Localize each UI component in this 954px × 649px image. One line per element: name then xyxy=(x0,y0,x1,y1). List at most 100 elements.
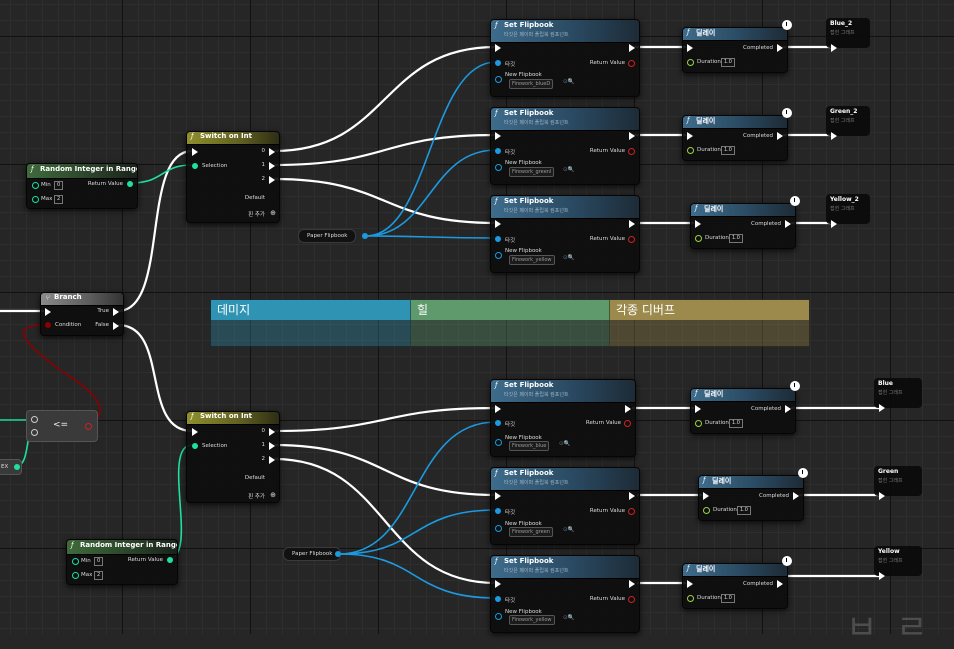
add-pin-icon[interactable]: ⊕ xyxy=(270,491,276,499)
flipbook-asset-dropdown[interactable]: Firework_blue xyxy=(509,441,550,451)
duration-pin[interactable] xyxy=(687,147,694,154)
comment-box-damage[interactable]: 데미지 xyxy=(210,299,412,347)
exec-in-pin[interactable] xyxy=(831,220,837,228)
target-pin[interactable] xyxy=(495,60,501,66)
exec-out-pin[interactable] xyxy=(629,220,635,228)
exec-in-pin[interactable] xyxy=(192,428,198,436)
max-value[interactable]: 2 xyxy=(94,571,104,580)
return-pin[interactable] xyxy=(127,181,133,187)
new-flipbook-pin[interactable] xyxy=(495,252,502,259)
paper-flipbook-pin[interactable] xyxy=(335,551,341,557)
paper-flipbook-variable[interactable]: Paper Flipbook xyxy=(298,229,357,243)
exec-in-pin[interactable] xyxy=(687,44,693,52)
exec-out-pin[interactable] xyxy=(629,44,635,52)
exec-in-pin[interactable] xyxy=(831,44,837,52)
exec-out-pin[interactable] xyxy=(625,405,631,413)
exec-out-pin[interactable] xyxy=(629,132,635,140)
case-2-pin[interactable] xyxy=(269,456,275,464)
target-pin[interactable] xyxy=(495,148,501,154)
completed-pin[interactable] xyxy=(785,405,791,413)
compare-node[interactable]: <= xyxy=(26,410,98,442)
completed-pin[interactable] xyxy=(793,492,799,500)
exec-in-pin[interactable] xyxy=(495,220,501,228)
completed-pin[interactable] xyxy=(777,44,783,52)
default-pin[interactable] xyxy=(269,195,275,203)
min-value[interactable]: 0 xyxy=(54,181,64,190)
duration-pin[interactable] xyxy=(695,235,702,242)
min-pin[interactable] xyxy=(72,558,79,565)
case-0-pin[interactable] xyxy=(269,148,275,156)
new-flipbook-pin[interactable] xyxy=(495,613,502,620)
return-pin[interactable] xyxy=(624,420,631,427)
return-pin[interactable] xyxy=(628,596,635,603)
flipbook-asset-dropdown[interactable]: Firework_yellow xyxy=(509,255,555,265)
add-pin-icon[interactable]: ⊕ xyxy=(270,209,276,217)
compare-b-pin[interactable] xyxy=(31,429,38,436)
paper-flipbook-variable[interactable]: Paper Flipbook xyxy=(283,547,342,561)
case-0-pin[interactable] xyxy=(269,428,275,436)
duration-value[interactable]: 1.0 xyxy=(729,234,743,243)
collapsed-graph-node[interactable]: Blue_2 접힌 그래프 xyxy=(826,18,870,52)
exec-in-pin[interactable] xyxy=(703,492,709,500)
exec-in-pin[interactable] xyxy=(879,404,885,412)
asset-actions-icon[interactable]: ⊙🔍 xyxy=(563,167,575,173)
exec-in-pin[interactable] xyxy=(495,44,501,52)
collapsed-graph-node[interactable]: Yellow 접힌 그래프 xyxy=(874,546,922,580)
condition-pin[interactable] xyxy=(45,322,51,328)
clipped-node[interactable]: EX xyxy=(0,459,22,475)
true-exec-pin[interactable] xyxy=(113,308,119,316)
asset-actions-icon[interactable]: ⊙🔍 xyxy=(559,441,571,447)
asset-actions-icon[interactable]: ⊙🔍 xyxy=(563,255,575,261)
completed-pin[interactable] xyxy=(777,132,783,140)
exec-in-pin[interactable] xyxy=(879,572,885,580)
min-value[interactable]: 0 xyxy=(94,557,104,566)
duration-value[interactable]: 1.0 xyxy=(729,419,743,428)
duration-pin[interactable] xyxy=(695,420,702,427)
selection-pin[interactable] xyxy=(192,443,198,449)
exec-in-pin[interactable] xyxy=(687,580,693,588)
target-pin[interactable] xyxy=(495,508,501,514)
asset-actions-icon[interactable]: ⊙🔍 xyxy=(563,527,575,533)
duration-value[interactable]: 1.0 xyxy=(737,506,751,515)
exec-in-pin[interactable] xyxy=(495,405,501,413)
collapsed-graph-node[interactable]: Green 접힌 그래프 xyxy=(874,466,922,500)
collapsed-graph-node[interactable]: Green_2 접힌 그래프 xyxy=(826,106,870,140)
exec-out-pin[interactable] xyxy=(629,580,635,588)
flipbook-asset-dropdown[interactable]: Firework_green xyxy=(509,527,553,537)
asset-actions-icon[interactable]: ⊙🔍 xyxy=(563,79,575,85)
comment-box-heal[interactable]: 힐 xyxy=(410,299,611,347)
add-pin-label[interactable]: 핀 추가 xyxy=(248,494,265,500)
max-pin[interactable] xyxy=(32,196,39,203)
return-pin[interactable] xyxy=(628,60,635,67)
new-flipbook-pin[interactable] xyxy=(495,76,502,83)
exec-out-pin[interactable] xyxy=(629,492,635,500)
exec-in-pin[interactable] xyxy=(495,492,501,500)
duration-pin[interactable] xyxy=(703,507,710,514)
output-pin[interactable] xyxy=(14,464,20,470)
case-2-pin[interactable] xyxy=(269,176,275,184)
exec-in-pin[interactable] xyxy=(495,580,501,588)
max-pin[interactable] xyxy=(72,572,79,579)
duration-value[interactable]: 1.0 xyxy=(721,146,735,155)
return-pin[interactable] xyxy=(628,148,635,155)
return-pin[interactable] xyxy=(628,236,635,243)
exec-in-pin[interactable] xyxy=(495,132,501,140)
exec-in-pin[interactable] xyxy=(687,132,693,140)
branch-node[interactable]: ⑂Branch Condition True False xyxy=(40,292,124,336)
duration-value[interactable]: 1.0 xyxy=(721,594,735,603)
collapsed-graph-node[interactable]: Blue 접힌 그래프 xyxy=(874,378,922,412)
